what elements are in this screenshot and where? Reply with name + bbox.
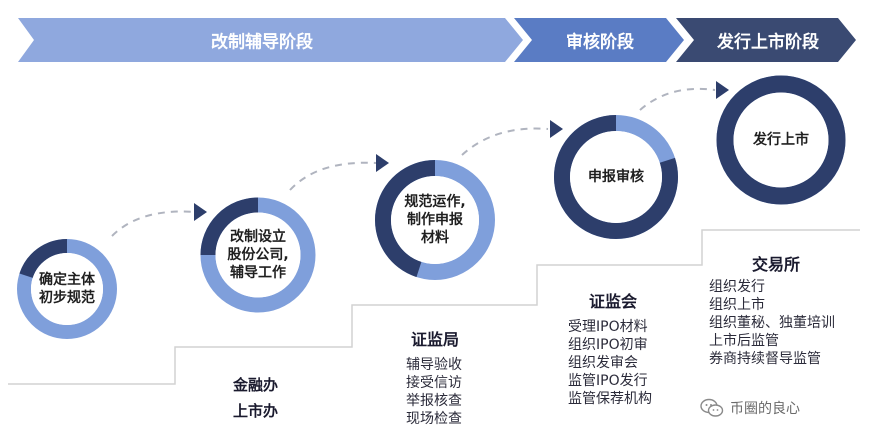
list-item: 监管IPO发行 (568, 373, 648, 389)
ring-center (733, 92, 829, 188)
step-2-ring (200, 197, 316, 313)
dashed-connector-3 (461, 127, 549, 156)
ring-progress-arc (375, 160, 436, 278)
step-3-ring (375, 160, 495, 280)
step-5-ring (716, 75, 846, 205)
ring-center (570, 131, 662, 223)
org-exchange-list: 组织发行 组织上市 组织董秘、独董培训 上市后监管 券商持续督导监管 (709, 278, 835, 368)
org-csrc-title: 证监会 (589, 292, 638, 311)
step-4-ring (554, 115, 678, 239)
step-1-ring (17, 239, 117, 339)
org-csrc-list: 受理IPO材料 组织IPO初审 组织发审会 监管IPO发行 监管保荐机构 (568, 318, 652, 408)
dashed-connector-4 (639, 87, 716, 111)
ring-center (31, 253, 103, 325)
connector-arrowhead-3 (550, 120, 563, 138)
list-item: 组织上市 (709, 297, 765, 313)
list-item: 组织发行 (709, 279, 765, 295)
staircase-line (8, 229, 860, 385)
step3-label: 规范运作, 制作申报 材料 (404, 194, 466, 246)
list-item: 辅导验收 (406, 357, 462, 373)
ring-progress-arc (200, 197, 259, 256)
list-item: 举报核查 (406, 393, 462, 409)
banner-stage1-arrow (18, 18, 523, 62)
list-item: 组织IPO初审 (568, 337, 648, 353)
org-csrc-bureau-list: 辅导验收 接受信访 举报核查 现场检查 (406, 356, 462, 428)
org-exchange-title: 交易所 (752, 255, 801, 274)
list-item: 组织董秘、独董培训 (709, 315, 835, 331)
banner-stage2-label: 审核阶段 (566, 32, 634, 53)
dashed-connector-2 (289, 161, 377, 191)
list-item: 上市后监管 (709, 333, 779, 349)
list-item: 现场检查 (406, 411, 462, 427)
list-item: 监管保荐机构 (568, 391, 652, 407)
org-csrc-bureau-title: 证监局 (411, 330, 460, 349)
step2-label: 改制设立 股份公司, 辅导工作 (227, 229, 289, 281)
watermark: 币圈的良心 (700, 396, 800, 420)
list-item: 受理IPO材料 (568, 319, 648, 335)
step5-label: 发行上市 (753, 132, 809, 148)
ring-progress-arc (716, 75, 846, 205)
ring-center (215, 212, 301, 298)
ring-progress-arc (554, 115, 678, 239)
banner-stage1-label: 改制辅导阶段 (211, 32, 313, 53)
ring-center (391, 176, 479, 264)
list-item: 组织发审会 (568, 355, 638, 371)
connector-arrowhead-2 (376, 154, 389, 172)
list-item: 券商持续督导监管 (709, 351, 821, 367)
ring-progress-arc (19, 239, 68, 279)
banner-stage2-arrow (514, 18, 684, 62)
step4-label: 申报审核 (588, 169, 644, 185)
dashed-connector-1 (111, 210, 196, 237)
connector-arrowhead-4 (716, 81, 729, 99)
org-finance-title: 金融办 上市办 (233, 376, 279, 420)
banner-stage3-label: 发行上市阶段 (717, 32, 819, 53)
step1-label: 确定主体 初步规范 (39, 272, 95, 306)
banner-stage3-arrow (676, 18, 856, 62)
wechat-icon (700, 398, 724, 417)
list-item: 接受信访 (406, 375, 462, 391)
connector-arrowhead-1 (194, 203, 207, 221)
watermark-text: 币圈的良心 (730, 401, 800, 417)
